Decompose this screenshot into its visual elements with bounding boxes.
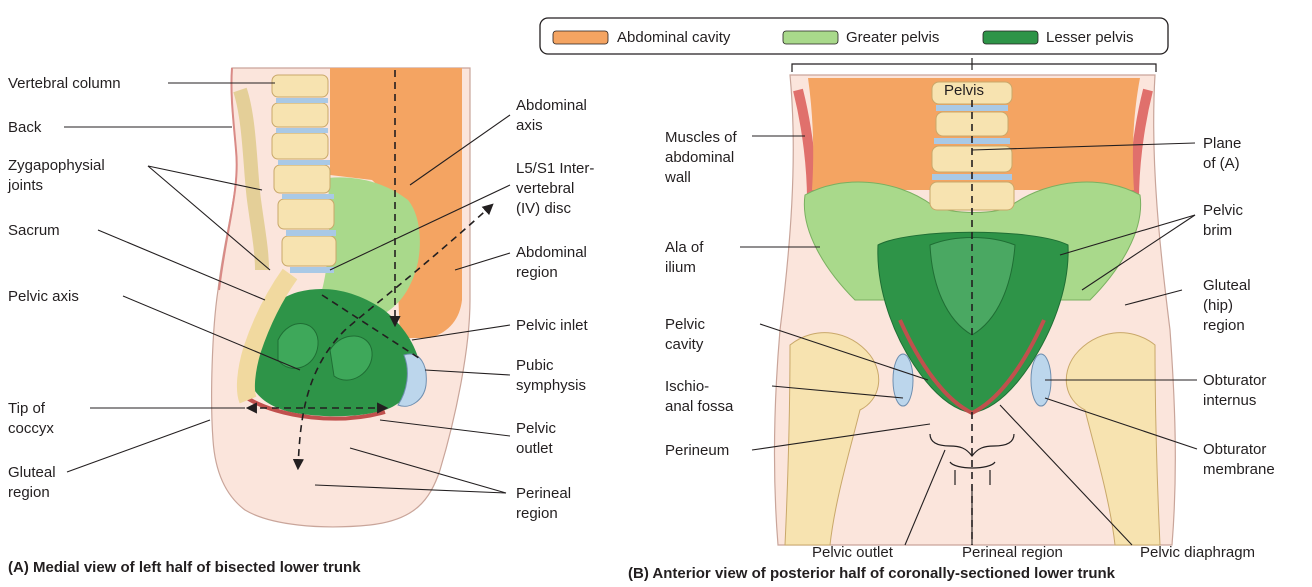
label-pelvic-outlet-a-1: Pelvic — [516, 420, 557, 437]
label-plane-1: Plane — [1203, 135, 1241, 152]
label-muscles-2: abdominal — [665, 149, 734, 166]
label-pelvic-cavity-1: Pelvic — [665, 316, 706, 333]
label-abdominal-region-1: Abdominal — [516, 244, 587, 261]
label-gluteal-region-2: region — [8, 484, 50, 501]
label-obturator-membrane-2: membrane — [1203, 461, 1275, 478]
label-ala-2: ilium — [665, 259, 696, 276]
label-perineum: Perineum — [665, 442, 729, 459]
label-obturator-membrane-1: Obturator — [1203, 441, 1266, 458]
legend-swatch-lesser — [983, 31, 1038, 44]
label-ivdisc-1: L5/S1 Inter- — [516, 160, 594, 177]
label-ivdisc-3: (IV) disc — [516, 200, 572, 217]
label-pelvic-axis: Pelvic axis — [8, 288, 79, 305]
label-pelvic-inlet: Pelvic inlet — [516, 317, 589, 334]
label-tip-of-coccyx-1: Tip of — [8, 400, 46, 417]
label-muscles-1: Muscles of — [665, 129, 738, 146]
panel-b-illustration — [774, 58, 1175, 545]
label-gluteal-1: Gluteal — [1203, 277, 1251, 294]
obturator-left — [893, 354, 913, 406]
label-abdominal-region-2: region — [516, 264, 558, 281]
label-perineal-region-b: Perineal region — [962, 544, 1063, 561]
label-gluteal-3: region — [1203, 317, 1245, 334]
label-perineal-region-a-1: Perineal — [516, 485, 571, 502]
label-muscles-3: wall — [664, 169, 691, 186]
label-pelvis: Pelvis — [944, 82, 984, 99]
label-zygapophysial-2: joints — [7, 177, 43, 194]
label-pelvic-cavity-2: cavity — [665, 336, 704, 353]
label-perineal-region-a-2: region — [516, 505, 558, 522]
legend-swatch-greater — [783, 31, 838, 44]
caption-panel-b: (B) Anterior view of posterior half of c… — [628, 565, 1116, 582]
caption-panel-a: (A) Medial view of left half of bisected… — [8, 559, 361, 576]
label-gluteal-region-1: Gluteal — [8, 464, 56, 481]
label-pelvic-outlet-a-2: outlet — [516, 440, 554, 457]
legend: Abdominal cavity Greater pelvis Lesser p… — [540, 18, 1168, 54]
legend-abdominal-cavity: Abdominal cavity — [617, 29, 731, 46]
label-tip-of-coccyx-2: coccyx — [8, 420, 54, 437]
legend-lesser-pelvis: Lesser pelvis — [1046, 29, 1134, 46]
label-sacrum: Sacrum — [8, 222, 60, 239]
label-abdominal-axis-1: Abdominal — [516, 97, 587, 114]
label-pubic-symphysis-2: symphysis — [516, 377, 586, 394]
label-plane-2: of (A) — [1203, 155, 1240, 172]
label-vertebral-column: Vertebral column — [8, 75, 121, 92]
label-zygapophysial-1: Zygapophysial — [8, 157, 105, 174]
label-pelvic-brim-1: Pelvic — [1203, 202, 1244, 219]
label-ivdisc-2: vertebral — [516, 180, 574, 197]
label-back: Back — [8, 119, 42, 136]
panel-a-illustration — [212, 68, 492, 527]
label-ischio-1: Ischio- — [665, 378, 709, 395]
label-abdominal-axis-2: axis — [516, 117, 543, 134]
label-pelvic-diaphragm: Pelvic diaphragm — [1140, 544, 1255, 561]
label-obturator-internus-1: Obturator — [1203, 372, 1266, 389]
label-ala-1: Ala of — [665, 239, 704, 256]
label-pelvic-brim-2: brim — [1203, 222, 1232, 239]
label-obturator-internus-2: internus — [1203, 392, 1256, 409]
label-pubic-symphysis-1: Pubic — [516, 357, 554, 374]
pelvis-bracket — [792, 64, 1156, 72]
label-ischio-2: anal fossa — [665, 398, 734, 415]
legend-greater-pelvis: Greater pelvis — [846, 29, 939, 46]
label-gluteal-2: (hip) — [1203, 297, 1233, 314]
legend-swatch-abdominal — [553, 31, 608, 44]
label-pelvic-outlet-b: Pelvic outlet — [812, 544, 894, 561]
